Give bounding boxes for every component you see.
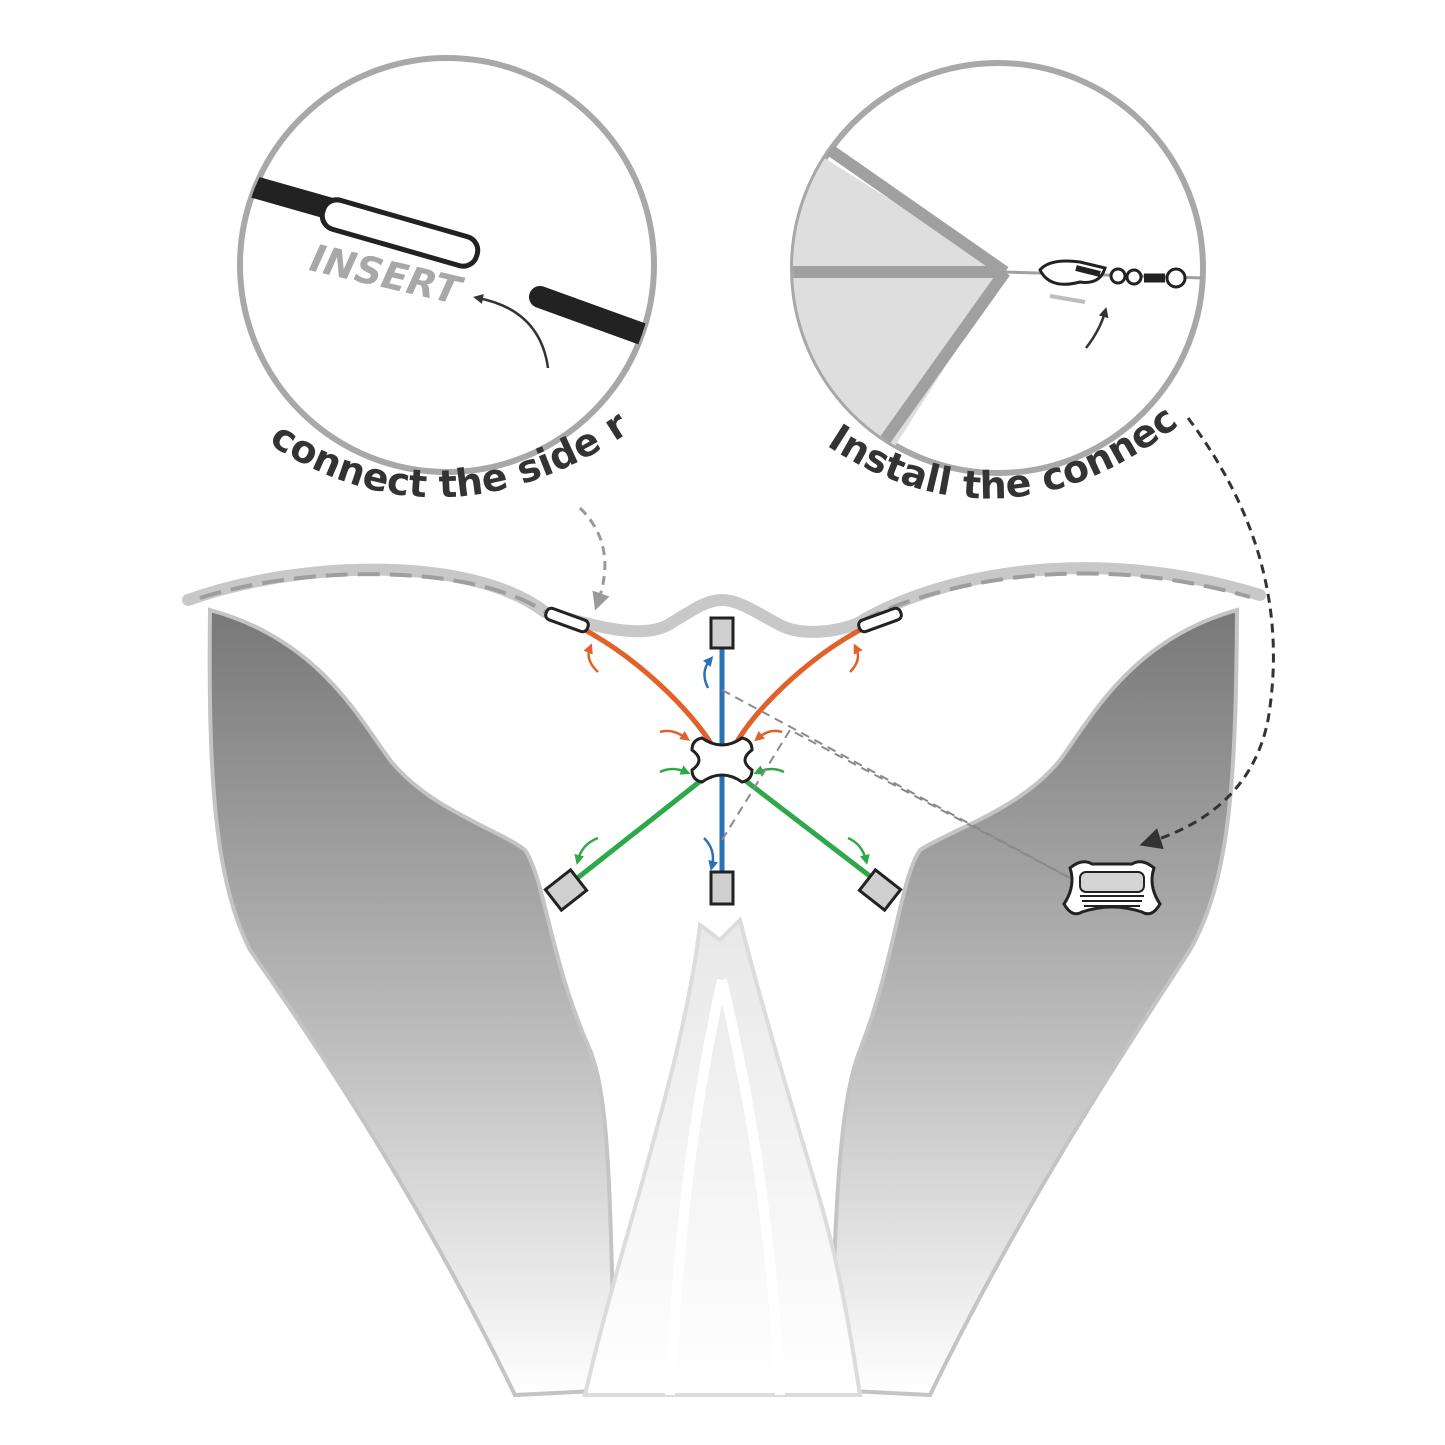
- arrow-blue-2: [703, 837, 719, 871]
- central-cross-connector: [690, 736, 754, 784]
- rod-sleeve-left: [544, 606, 590, 634]
- center-tail-split: [665, 978, 785, 1396]
- arrow-blue-1: [702, 656, 714, 689]
- arrow-green-1: [659, 765, 691, 775]
- right-wing: [827, 607, 1240, 1398]
- install-arrow: [1085, 307, 1109, 349]
- arrow-green-4: [847, 836, 870, 865]
- callout-circle-left: [237, 55, 657, 475]
- leading-edge-stitching: [199, 571, 1251, 624]
- left-wing: [207, 607, 618, 1398]
- rod-ferrule: [319, 197, 481, 269]
- arrow-orange-2: [849, 643, 863, 673]
- spine-bottom-cap: [709, 870, 735, 906]
- center-tail: [582, 916, 863, 1397]
- green-end-cap-left: [543, 867, 589, 913]
- insert-arrow: [473, 294, 550, 369]
- arrow-orange-4: [754, 729, 783, 742]
- bridle-leg-bottom: [880, 268, 1010, 444]
- callout-connect-side-rods: INSERT connect the side rods.: [0, 0, 657, 506]
- rod-segment-left: [240, 172, 339, 221]
- bridle-line-upper: [721, 689, 1071, 879]
- green-rod-left: [573, 773, 710, 882]
- rod-segment-right: [529, 286, 654, 346]
- bridle-connector: [1062, 860, 1162, 916]
- bridle-leg-top: [826, 145, 1009, 277]
- snap-swivel: [1038, 259, 1187, 304]
- arrow-orange-1: [583, 643, 599, 673]
- bridle-lines: [721, 689, 1071, 879]
- arrow-green-3: [574, 836, 599, 865]
- arrow-green-2: [753, 765, 785, 775]
- direction-arrows: [574, 643, 870, 871]
- leader-arrow-connector: [1139, 417, 1275, 850]
- arrow-orange-3: [659, 729, 691, 741]
- rod-sleeve-right: [857, 606, 903, 634]
- leading-edge: [182, 562, 1266, 638]
- green-end-cap-right: [857, 867, 903, 913]
- green-rod-right: [736, 773, 877, 882]
- leader-arrow-side-rods: [578, 506, 610, 611]
- kite-body: [182, 562, 1266, 1398]
- orange-rod-left: [583, 627, 715, 747]
- frame-rods: [543, 606, 903, 913]
- orange-rod-right: [732, 627, 862, 747]
- spine-top-cap: [709, 616, 735, 650]
